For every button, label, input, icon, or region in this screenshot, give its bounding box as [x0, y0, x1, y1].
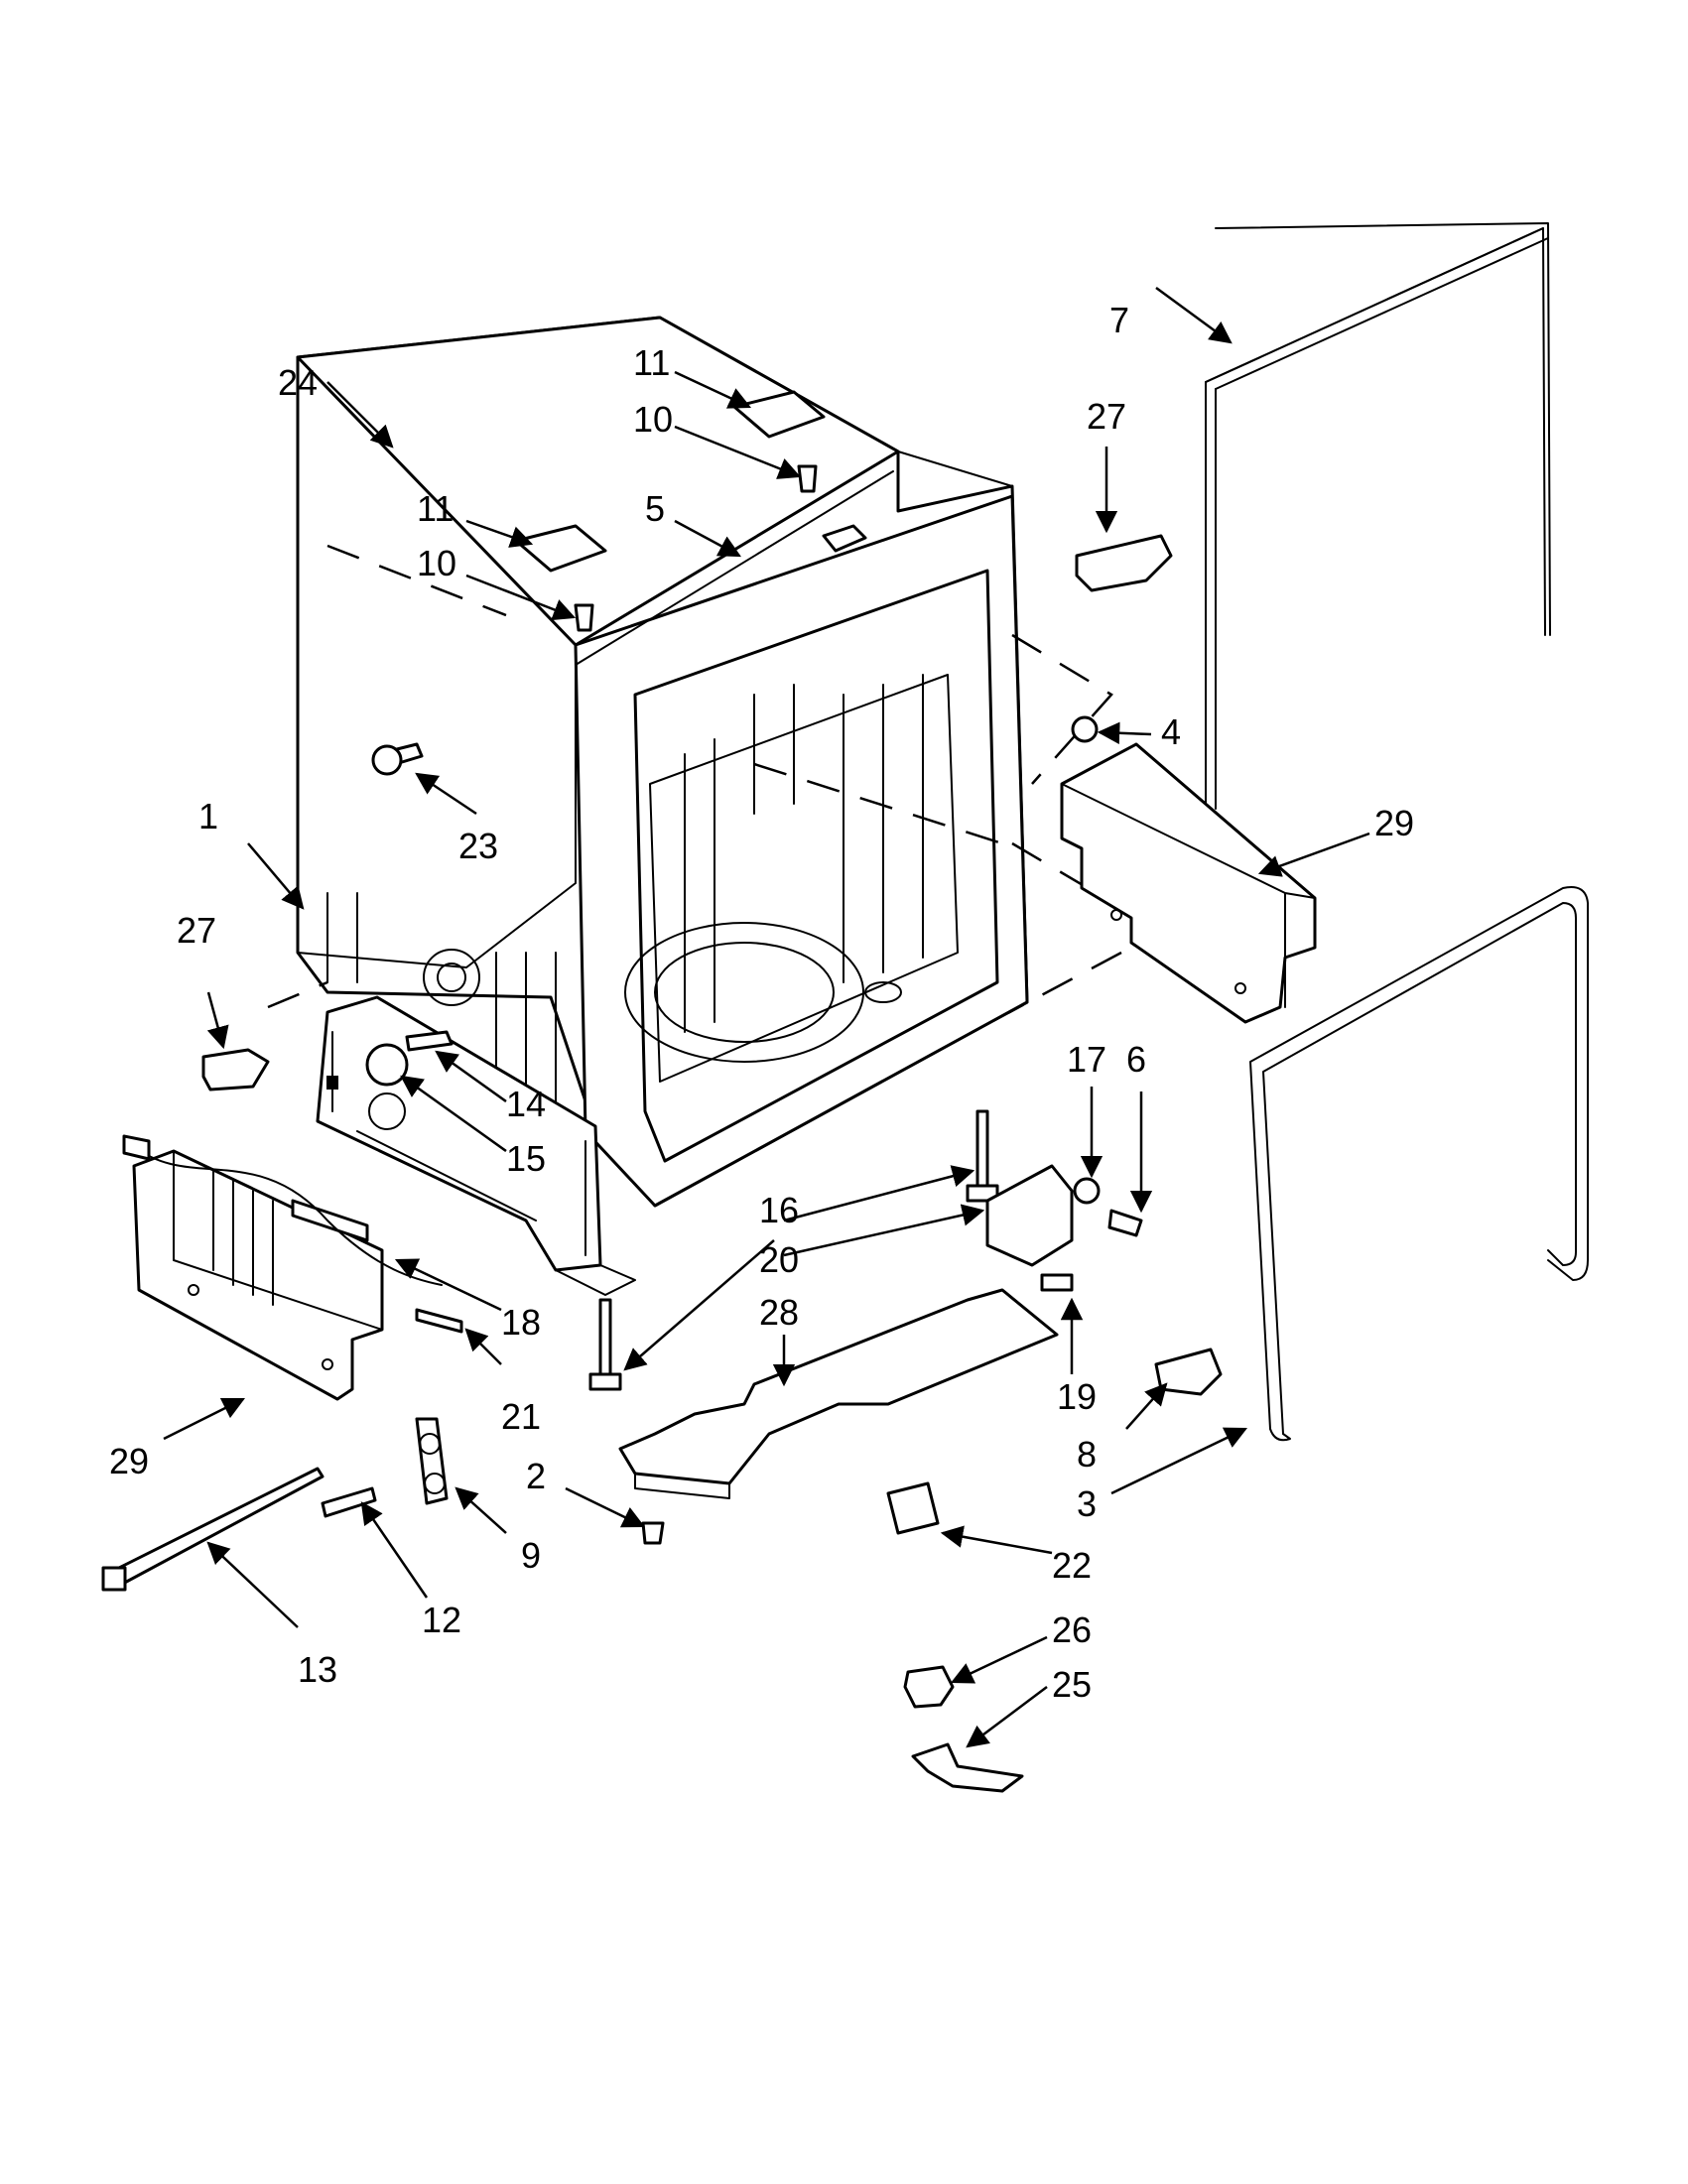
- callout-25: 25: [1052, 1664, 1092, 1705]
- callout-10-lower: 10: [417, 543, 456, 583]
- tub-gasket: [1249, 886, 1589, 1442]
- callout-7: 7: [1109, 300, 1129, 340]
- callout-11-lower: 11: [417, 488, 454, 529]
- base-plate: [618, 1288, 1059, 1499]
- callout-22: 22: [1052, 1545, 1092, 1586]
- callout-3: 3: [1077, 1483, 1097, 1524]
- insulation-panel-left: [132, 1149, 384, 1401]
- callout-24: 24: [278, 362, 318, 403]
- bracket-lower: [514, 524, 607, 573]
- callout-labels: 24 11 10 5 11 10 7 27 4 29 1 23 27 14 15…: [109, 300, 1414, 1705]
- callout-21: 21: [501, 1396, 541, 1437]
- callout-16: 16: [759, 1190, 799, 1230]
- callout-9: 9: [521, 1535, 541, 1576]
- callout-1: 1: [198, 796, 218, 836]
- callout-27-upper: 27: [1087, 396, 1126, 437]
- callout-17: 17: [1067, 1039, 1106, 1080]
- callout-10-upper: 10: [633, 399, 673, 440]
- callout-15: 15: [506, 1138, 546, 1179]
- callout-29-lower: 29: [109, 1441, 149, 1481]
- callout-19: 19: [1057, 1376, 1097, 1417]
- callout-14: 14: [506, 1084, 546, 1124]
- callout-11-upper: 11: [633, 342, 670, 383]
- leader-lines: [163, 286, 1370, 1748]
- callout-4: 4: [1161, 711, 1181, 752]
- callout-28: 28: [759, 1292, 799, 1333]
- callout-5: 5: [645, 488, 665, 529]
- door-seal-strip: [1205, 222, 1551, 810]
- callout-6: 6: [1126, 1039, 1146, 1080]
- bracket-upper: [732, 390, 826, 439]
- callout-20: 20: [759, 1239, 799, 1280]
- callout-2: 2: [526, 1456, 546, 1496]
- insulation-panel-right: [1060, 742, 1317, 1024]
- callout-18: 18: [501, 1302, 541, 1343]
- callout-23: 23: [458, 826, 498, 866]
- callout-26: 26: [1052, 1609, 1092, 1650]
- small-parts: [101, 390, 1223, 1793]
- callout-8: 8: [1077, 1434, 1097, 1475]
- callout-29-upper: 29: [1374, 803, 1414, 843]
- callout-13: 13: [298, 1649, 337, 1690]
- callout-27-lower: 27: [177, 910, 216, 951]
- callout-12: 12: [422, 1600, 461, 1640]
